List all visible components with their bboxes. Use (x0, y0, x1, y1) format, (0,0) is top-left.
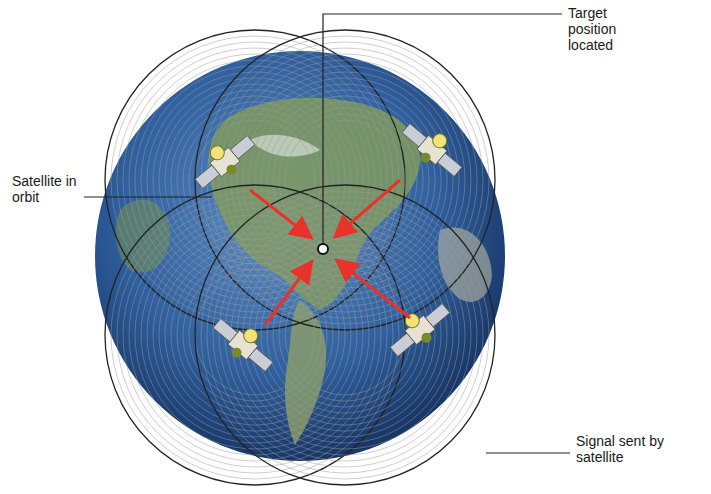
signal-ring (123, 203, 387, 467)
signal-arrow (265, 264, 310, 325)
signal-ring (219, 209, 471, 461)
leader-line (84, 196, 212, 197)
signal-ring (213, 48, 477, 312)
satellite-antenna (419, 331, 433, 345)
signal-ring (213, 203, 477, 467)
leader-line (486, 452, 570, 453)
signal-ring (225, 215, 465, 455)
signal-ring (231, 66, 459, 294)
signal-ring (237, 227, 453, 443)
continents (116, 98, 492, 445)
satellite (187, 126, 261, 196)
signal-ring (195, 30, 495, 330)
signal-ring (207, 42, 483, 318)
signal-ring (207, 197, 483, 473)
signal-ring (183, 263, 327, 407)
satellite (396, 114, 470, 184)
signal-ring (243, 78, 447, 282)
satellite-antenna (419, 151, 433, 165)
satellite-dish (241, 326, 261, 346)
signal-arrows (250, 180, 410, 325)
signal-arrow (337, 180, 400, 235)
signal-ring (285, 275, 405, 395)
satellite-antenna (224, 163, 238, 177)
callout-label: Satellite in orbit (10, 172, 84, 206)
signal-ring (249, 239, 441, 431)
signal-ring (159, 239, 351, 431)
signal-ring (261, 251, 429, 419)
signal-ring (147, 227, 363, 443)
satellites (187, 114, 471, 379)
signal-ring (255, 245, 435, 425)
callout-label: Signal sent by satellite (574, 432, 666, 466)
signal-ring (153, 233, 357, 437)
satellite-dish (430, 131, 450, 151)
earth (95, 51, 505, 461)
leader-lines (84, 14, 570, 453)
signal-rings (105, 30, 495, 485)
callout-label: Target position located (566, 4, 646, 54)
leader-line (323, 14, 562, 243)
signal-arrow (339, 262, 410, 318)
signal-ring (231, 221, 459, 449)
signal-arrow (250, 190, 309, 236)
signal-ring (285, 120, 405, 240)
target-marker (318, 244, 328, 254)
signal-ring (267, 257, 423, 413)
signal-ring (201, 36, 489, 324)
signal-ring (279, 269, 411, 401)
signal-ring (225, 60, 465, 300)
signal-ring (111, 191, 399, 479)
signal-ring (165, 245, 345, 425)
signal-ring (243, 233, 447, 437)
signal-ring (177, 257, 333, 413)
signal-ring (201, 191, 489, 479)
satellite-dish (207, 143, 227, 163)
signal-ring (171, 251, 339, 419)
satellite-antenna (230, 346, 244, 360)
